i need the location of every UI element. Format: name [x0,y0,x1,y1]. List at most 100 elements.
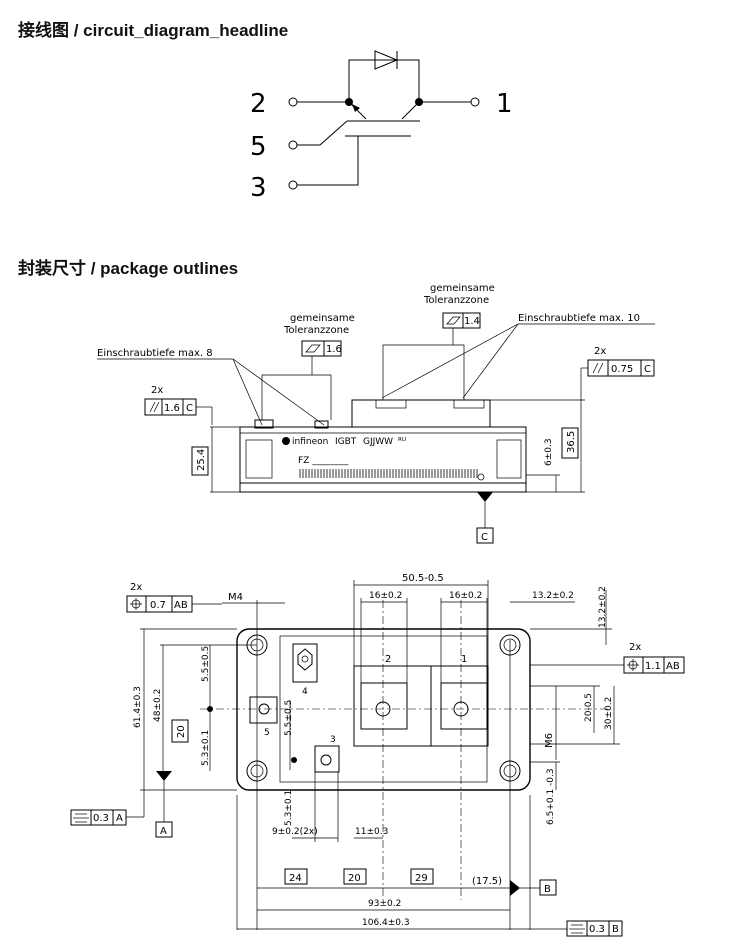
toleranzzone-right-line2: Toleranzzone [423,295,489,306]
einschraub-10-arrow-a [381,323,519,399]
marking-brand: infineon [292,437,328,447]
dim-61-4: 61.4±0.3 [133,686,143,728]
igbt-collector-line [401,101,420,120]
toleranzzone-left-line1: gemeinsame [290,313,355,324]
tol-left-value: 1.6 [326,344,342,355]
dim-6-5: 6.5+0.1 -0.3 [546,768,556,825]
pin-label-3: 3 [250,173,267,203]
flatness-symbol-left [305,344,321,353]
dim-36-5-box [561,427,579,459]
marking-igbt: IGBT [335,437,357,447]
toleranzzone-right-line1: gemeinsame [430,283,495,294]
dim-5-5-b-point [291,757,297,763]
par-right-symbol-box [587,359,609,377]
dim-24: 24 [289,873,302,884]
terminal-5-circle [288,140,298,150]
power-terminal-2-pad [360,682,408,730]
pos-right-ref-box [663,656,685,674]
pos-left-value: 0.7 [150,600,166,611]
power-nut-left [375,399,407,409]
par-left-ref: C [186,403,193,414]
flat-left-value: 0.3 [93,813,109,824]
igbt-emitter-line [348,101,367,120]
diode-loop [348,59,420,102]
igbt-arrow [352,104,360,112]
wire-5 [297,120,348,146]
package-outlines-heading: 封装尺寸 / package outlines [18,259,239,278]
dim-30: 30±0.2 [604,697,614,730]
screw-head-icon [477,473,485,481]
dim-20b-box [343,868,367,885]
einschraub-max-8: Einschraubtiefe max. 8 [97,348,213,359]
leader-tol-right-a [382,328,454,400]
terminal-4-hole [301,655,309,663]
flat-bottom-symbol-box [566,920,588,937]
pos-right-ref: AB [666,661,680,672]
dim-24-box [284,868,308,885]
dim-29: 29 [415,873,428,884]
flat-bottom-ref-box [608,920,623,937]
dim-13-2-v: 13.2±0.2 [598,586,608,628]
term-label-2: 2 [385,654,391,665]
vent-hatching [299,469,478,478]
par-right-count: 2x [594,346,606,357]
datum-a-box [155,821,173,838]
terminal-3-pad [314,745,340,773]
pin-label-1: 1 [496,89,513,119]
pos-right-count: 2x [629,642,641,653]
einschraub-max-10: Einschraubtiefe max. 10 [518,313,640,324]
par-left-symbol-b [153,401,160,413]
dim-106-4: 106.4±0.3 [362,918,410,928]
leader-tol-left-a [261,356,313,420]
flatness-box-right [442,312,464,329]
flat-bottom-value: 0.3 [589,924,605,935]
power-terminal-1-pad [440,682,488,730]
dim-6: 6±0.3 [544,438,554,466]
term-label-4: 4 [302,687,308,697]
power-terminal-block [351,399,491,427]
datum-c-triangle [477,492,493,502]
flat-left-ref-box [112,809,127,826]
par-left-symbol-a [149,401,156,413]
dim-20b: 20 [348,873,361,884]
terminal-3-hole [320,754,332,766]
tol-value-box-right [462,312,481,329]
thread-m6: M6 [544,733,555,748]
ul-mark-icon: ᴿᵁ [398,437,406,447]
aux-terminal-mid [314,420,329,429]
module-outline [236,628,531,791]
datum-c: C [481,532,488,543]
par-right-ref: C [644,364,651,375]
infineon-logo-icon [282,437,290,445]
datum-b: B [544,884,551,895]
diode-triangle [374,50,399,70]
dim-5-3-b: 5.3±0.1 [284,790,294,826]
dim-5-5-a: 5.5±0.5 [201,646,211,682]
terminal-2-circle [288,97,298,107]
marking-type: FZ ________ [298,456,349,466]
datum-b-triangle [510,880,520,896]
pin-label-5: 5 [250,132,267,162]
dim-20-box-value: 20 [176,725,187,738]
einschraub-10-arrow-b [462,323,519,399]
einschraub-8-arrow-b [232,358,325,426]
dim-48: 48±0.2 [153,689,163,722]
dim-13-2-h: 13.2±0.2 [532,591,574,601]
datum-a: A [160,826,167,837]
circuit-diagram-heading: 接线图 / circuit_diagram_headline [18,21,289,40]
flatness-box-left [301,340,325,357]
term-label-3: 3 [330,735,336,745]
tol-value-box-left [323,340,342,357]
leader-tol-right-b [453,344,465,400]
power-terminal-1-block [430,665,489,747]
dim-16a: 16±0.2 [369,591,402,601]
datum-c-box [476,527,494,544]
side-view: infineon IGBT GJJWW ᴿᵁ FZ ________ gemei… [97,283,655,544]
par-right-symbol-b [597,362,604,374]
power-terminal-2-block [353,665,432,747]
dim-5-5-b: 5.5±0.5 [284,700,294,736]
dim-20-point [207,706,213,712]
datum-a-triangle [156,771,172,781]
dim-36-5: 36.5 [566,431,577,453]
